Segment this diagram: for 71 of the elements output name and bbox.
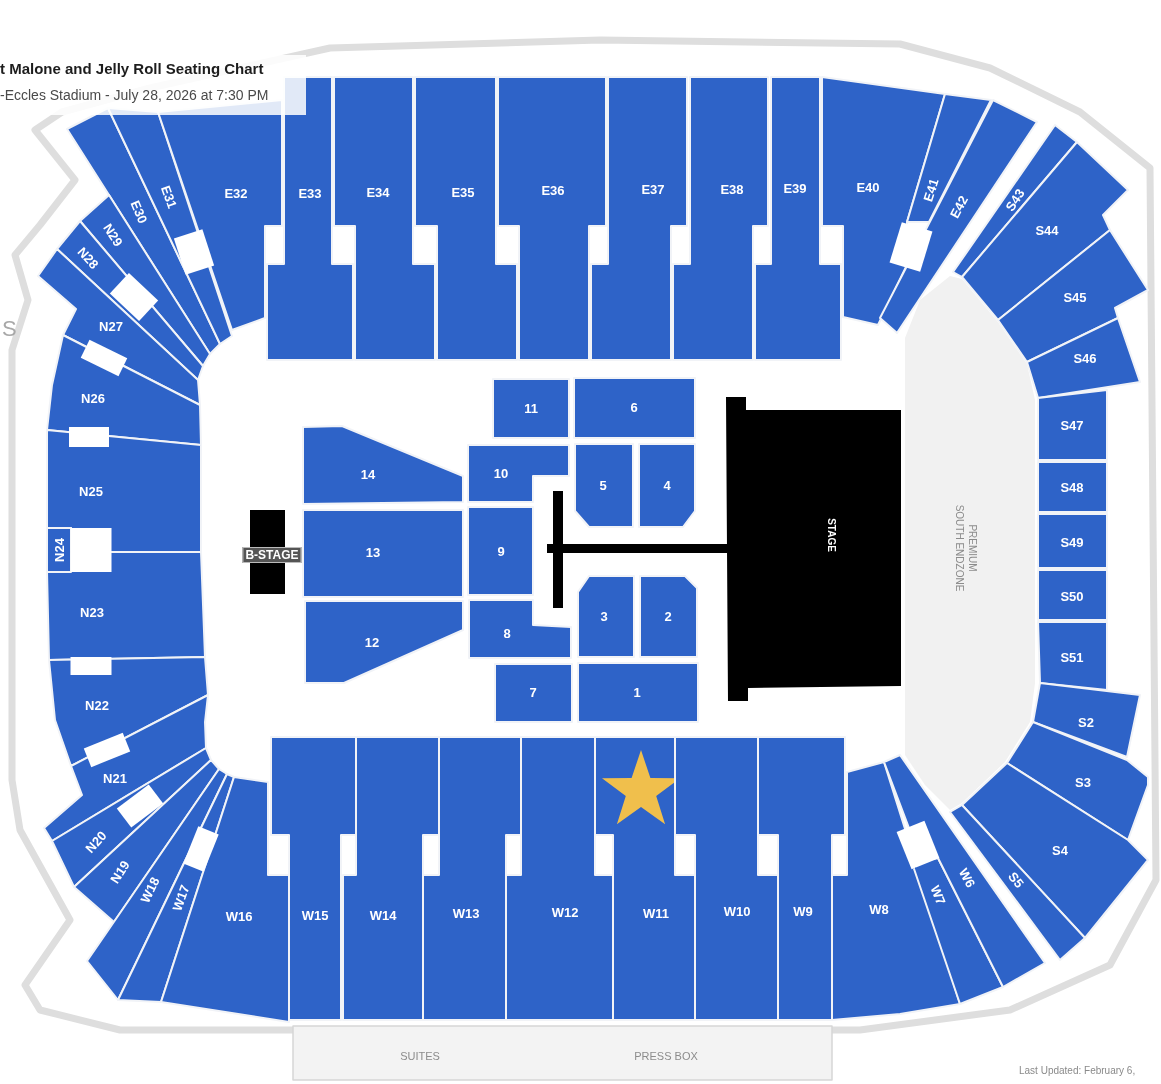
section-label: N21 <box>103 771 127 785</box>
section-label: 11 <box>524 401 538 415</box>
section-label: 4 <box>663 478 671 492</box>
section-label: E38 <box>720 182 744 196</box>
section-label: E30 <box>128 198 150 226</box>
section-label: E37 <box>641 182 665 196</box>
area-label: PREMIUM SOUTH ENDZONE <box>953 504 979 592</box>
section-label: N23 <box>80 605 104 619</box>
section-label: E32 <box>224 186 248 200</box>
section-label: S5 <box>1006 869 1026 891</box>
section-label: E39 <box>783 181 807 195</box>
section-label: W10 <box>723 904 751 918</box>
section-label: W17 <box>170 883 192 913</box>
section-label: W11 <box>643 906 669 920</box>
section-label: 6 <box>630 400 638 414</box>
section-label: W16 <box>225 909 253 923</box>
section-label: W6 <box>956 866 978 890</box>
section-label: W12 <box>551 905 579 919</box>
section-label: S50 <box>1060 589 1084 603</box>
section-label: E35 <box>451 185 475 199</box>
section-label: S48 <box>1060 480 1084 494</box>
section-label: E41 <box>921 177 941 203</box>
chart-subtitle: -Eccles Stadium - July 28, 2026 at 7:30 PM <box>0 88 269 102</box>
section-label: N22 <box>85 698 109 712</box>
section-label: W9 <box>793 904 813 918</box>
section-label: 12 <box>364 635 380 649</box>
section-label: S47 <box>1060 418 1084 432</box>
cropped-label: S <box>2 318 17 340</box>
section-label: S46 <box>1073 351 1097 365</box>
section-label: W7 <box>928 883 948 907</box>
section-label: W8 <box>869 902 889 916</box>
section-label: 3 <box>600 609 608 623</box>
section-label: 9 <box>497 544 505 558</box>
section-label: S44 <box>1035 223 1059 237</box>
section-label: S2 <box>1078 715 1094 729</box>
section-label: 5 <box>599 478 607 492</box>
section-label: S45 <box>1063 290 1087 304</box>
section-label: E42 <box>947 193 971 221</box>
section-label: S43 <box>1003 186 1027 214</box>
section-label: E36 <box>541 183 565 197</box>
section-label: 2 <box>664 609 672 623</box>
area-label: SUITES <box>400 1050 440 1062</box>
section-label: 14 <box>360 467 376 481</box>
area-label: PRESS BOX <box>634 1050 698 1062</box>
section-label: N24 <box>52 538 66 562</box>
stage-label: B-STAGE <box>242 547 302 563</box>
section-label: S4 <box>1052 843 1068 857</box>
section-label: E33 <box>298 186 322 200</box>
section-label: W15 <box>301 908 329 922</box>
section-label: 1 <box>633 685 641 699</box>
section-label: 8 <box>503 626 511 640</box>
section-label: S3 <box>1075 775 1091 789</box>
section-label: E40 <box>856 180 880 194</box>
section-label: 10 <box>493 466 509 480</box>
section-label: W13 <box>452 906 480 920</box>
chart-title: t Malone and Jelly Roll Seating Chart <box>0 61 264 76</box>
section-label: E34 <box>366 185 390 199</box>
section-label: N26 <box>81 391 105 405</box>
update-note: Last Updated: February 6, <box>1019 1066 1136 1076</box>
section-label: W14 <box>369 908 397 922</box>
section-label: N25 <box>79 484 103 498</box>
section-label: E31 <box>158 183 180 211</box>
section-label: N28 <box>75 244 101 272</box>
section-label: N20 <box>83 828 109 856</box>
section-label: S49 <box>1060 535 1084 549</box>
section-label: 7 <box>529 685 537 699</box>
section-label: W18 <box>138 875 162 905</box>
stage-label: STAGE <box>826 518 836 552</box>
section-label: S51 <box>1060 650 1084 664</box>
section-label: N27 <box>99 319 123 333</box>
section-label: 13 <box>365 545 381 559</box>
